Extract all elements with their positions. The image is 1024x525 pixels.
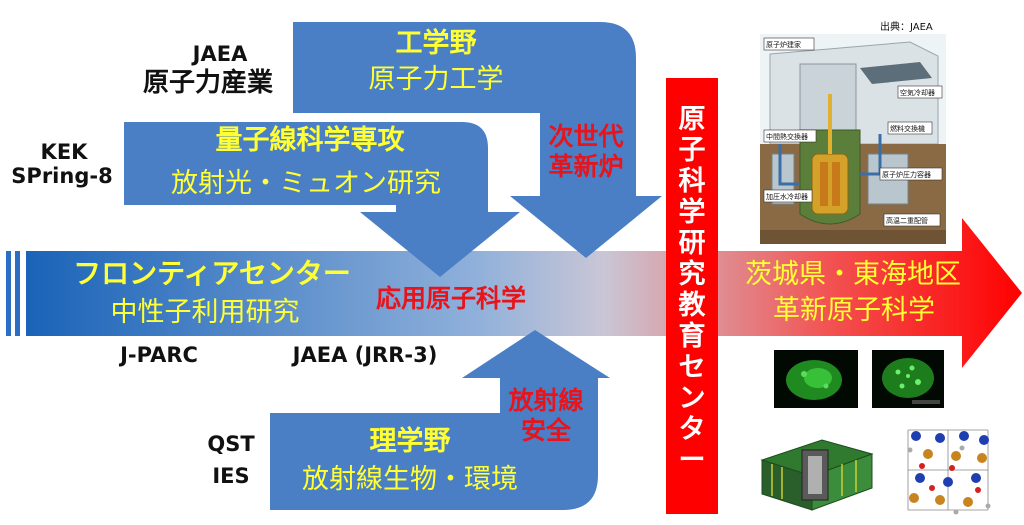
reactor-illustration: 原子炉建家 空気冷却器 燃料交換機 中間熱交換器 原子炉圧力容器 加圧水冷却器 … xyxy=(760,34,946,244)
center-char: 学 xyxy=(678,197,706,228)
label-next-gen-2: 革新炉 xyxy=(548,152,624,181)
image-credit: 出典：JAEA xyxy=(880,22,933,33)
reactor-label: 燃料交換機 xyxy=(890,124,925,133)
science-arrow xyxy=(270,330,610,510)
reactor-label: 原子炉圧力容器 xyxy=(882,170,931,179)
center-char: 原 xyxy=(678,104,706,135)
science-title: 理学野 xyxy=(369,426,451,457)
center-char: ン xyxy=(678,383,706,414)
center-bar xyxy=(666,78,718,514)
quantum-title: 量子線科学専攻 xyxy=(215,125,405,156)
reactor-label: 中間熱交換器 xyxy=(766,132,808,141)
center-char: 科 xyxy=(678,166,706,197)
center-char: タ xyxy=(678,414,706,445)
label-radiation-1: 放射線 xyxy=(508,386,584,415)
right-line2: 革新原子科学 xyxy=(773,295,935,326)
frontier-title: フロンティアセンター xyxy=(73,257,351,290)
center-title: 原 子 科 学 研 究 教 育 セ ン タ ー xyxy=(672,104,712,476)
engineering-subtitle: 原子力工学 xyxy=(368,64,504,95)
center-char: 教 xyxy=(678,290,706,321)
main-arrow xyxy=(6,218,1022,368)
quantum-subtitle: 放射光・ミュオン研究 xyxy=(171,168,441,199)
reactor-label: 高温二重配管 xyxy=(886,216,928,225)
label-kek: KEK xyxy=(40,140,88,164)
crystal-structure-illustration xyxy=(898,420,998,520)
reactor-label: 空気冷却器 xyxy=(900,88,935,97)
science-subtitle: 放射線生物・環境 xyxy=(302,464,518,495)
center-char: ー xyxy=(678,445,706,476)
detector-illustration xyxy=(752,420,892,522)
center-char: セ xyxy=(678,352,706,383)
reactor-label: 原子炉建家 xyxy=(766,40,801,49)
label-jrr3: JAEA (JRR-3) xyxy=(292,343,438,367)
quantum-arrow xyxy=(124,122,520,277)
engineering-arrow xyxy=(293,22,662,258)
label-radiation-2: 安全 xyxy=(520,416,571,445)
center-char: 子 xyxy=(678,135,706,166)
label-jparc: J-PARC xyxy=(120,343,198,367)
cell-image-1 xyxy=(774,350,858,408)
right-line1: 茨城県・東海地区 xyxy=(745,259,961,290)
center-char: 究 xyxy=(678,259,706,290)
label-jaea: JAEA xyxy=(192,42,248,66)
label-ies: IES xyxy=(212,464,250,488)
engineering-title: 工学野 xyxy=(395,28,477,59)
label-qst: QST xyxy=(207,432,255,456)
cell-image-2 xyxy=(872,350,944,408)
frontier-subtitle: 中性子利用研究 xyxy=(110,297,300,328)
label-spring8: SPring-8 xyxy=(11,164,113,188)
label-next-gen-1: 次世代 xyxy=(548,122,624,151)
label-applied-nuclear-science: 応用原子科学 xyxy=(375,284,526,313)
reactor-label: 加圧水冷却器 xyxy=(766,192,808,201)
center-char: 研 xyxy=(678,228,706,259)
label-nuclear-industry: 原子力産業 xyxy=(142,68,273,98)
center-char: 育 xyxy=(678,321,706,352)
